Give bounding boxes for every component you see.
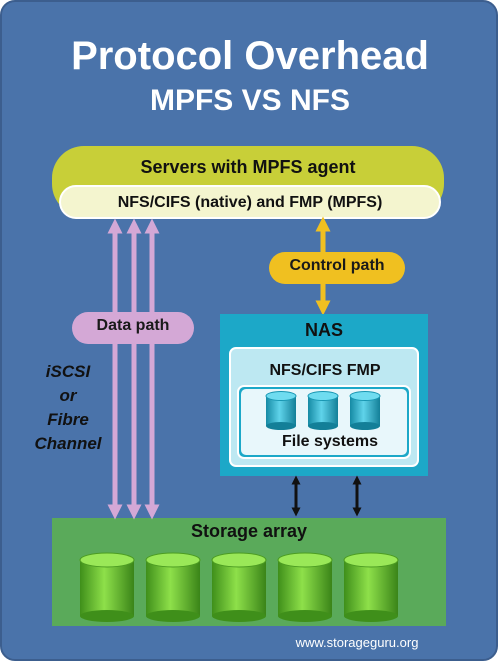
diagram-subtitle: MPFS VS NFS [149, 84, 351, 117]
diagram-title: Protocol Overhead [71, 34, 429, 78]
servers-protocols: NFS/CIFS (native) and FMP (MPFS) [117, 194, 383, 211]
storage-disk [343, 552, 399, 622]
transport-line: or [59, 386, 77, 405]
nas-title: NAS [304, 320, 343, 340]
storage-disk [79, 552, 135, 622]
servers-protocol-band [59, 185, 441, 219]
control-path-pill [269, 252, 405, 284]
file-system-cylinder [307, 391, 339, 430]
transport-line: Fibre [47, 410, 89, 429]
transport-line: iSCSI [45, 362, 91, 381]
storage-disk [277, 552, 333, 622]
footer-url: www.storageguru.org [295, 635, 419, 650]
data-path-label: Data path [96, 317, 170, 334]
nas-service-label: NFS/CIFS FMP [269, 362, 381, 379]
transport-line: Channel [34, 434, 102, 453]
data-path-pill [72, 312, 194, 344]
file-systems-label: File systems [281, 433, 379, 450]
servers-title: Servers with MPFS agent [140, 157, 356, 177]
file-system-cylinder [349, 391, 381, 430]
transport-label: iSCSI or Fibre Channel [18, 360, 118, 456]
control-path-label: Control path [289, 257, 385, 274]
file-system-cylinder [265, 391, 297, 430]
storage-disk [145, 552, 201, 622]
storage-disk [211, 552, 267, 622]
storage-array-title: Storage array [190, 521, 308, 541]
